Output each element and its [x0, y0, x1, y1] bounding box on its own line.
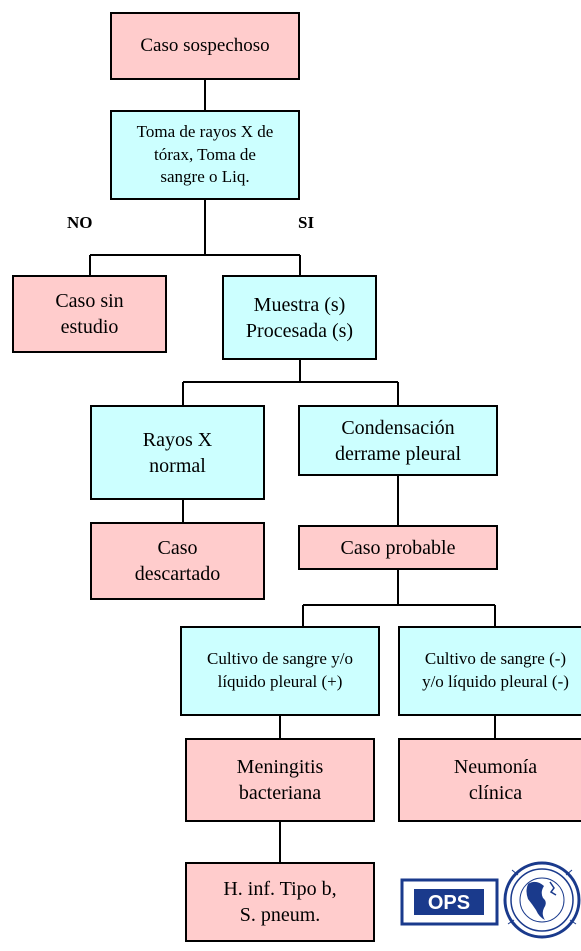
node-cultivo-negativo: Cultivo de sangre (-) y/o líquido pleura…	[398, 626, 581, 716]
ops-logo: OPS	[400, 860, 581, 946]
node-rayos-x-normal: Rayos X normal	[90, 405, 265, 500]
node-caso-probable: Caso probable	[298, 525, 498, 570]
node-condensacion: Condensación derrame pleural	[298, 405, 498, 476]
node-toma-rayos: Toma de rayos X de tórax, Toma de sangre…	[110, 110, 300, 200]
node-caso-sospechoso: Caso sospechoso	[110, 12, 300, 80]
node-muestra-procesada: Muestra (s) Procesada (s)	[222, 275, 377, 360]
node-meningitis: Meningitis bacteriana	[185, 738, 375, 822]
node-cultivo-positivo: Cultivo de sangre y/o líquido pleural (+…	[180, 626, 380, 716]
node-caso-sin-estudio: Caso sin estudio	[12, 275, 167, 353]
label-si: SI	[298, 213, 315, 232]
ops-logo-text: OPS	[428, 892, 470, 914]
label-no: NO	[67, 213, 93, 232]
node-neumonia: Neumonía clínica	[398, 738, 581, 822]
node-h-inf: H. inf. Tipo b, S. pneum.	[185, 862, 375, 942]
node-caso-descartado: Caso descartado	[90, 522, 265, 600]
